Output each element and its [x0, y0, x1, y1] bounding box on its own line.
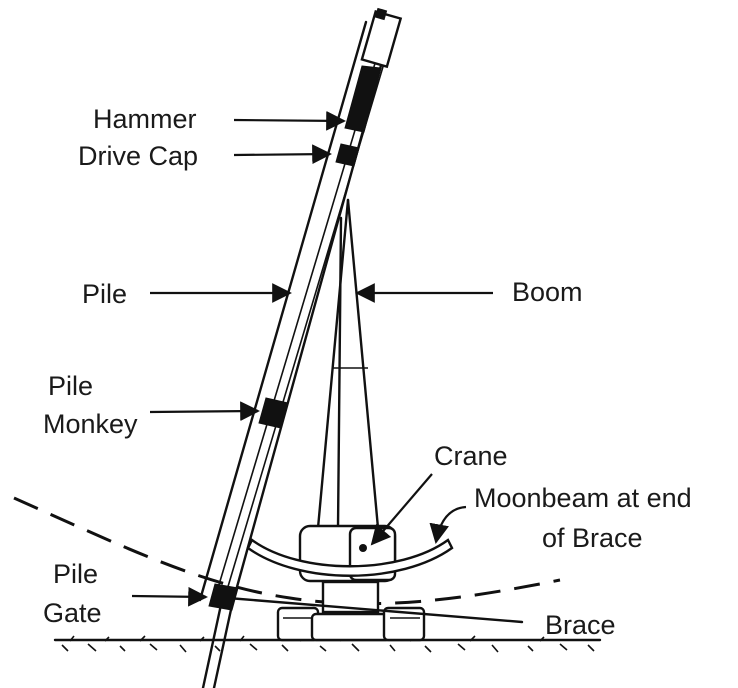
moonbeam [246, 538, 454, 577]
label-brace: Brace [545, 610, 616, 640]
crane-arrow [370, 473, 433, 546]
label-drive-cap: Drive Cap [78, 141, 198, 171]
label-crane: Crane [434, 441, 508, 471]
pile-gate-arrow [131, 586, 208, 607]
brace [226, 596, 524, 624]
swing-arc-dashed [13, 496, 561, 606]
pile-monkey-arrow [149, 401, 260, 422]
label-hammer: Hammer [93, 104, 197, 134]
hammer [344, 7, 403, 133]
label-pile: Pile [82, 279, 127, 309]
hammer-arrow [233, 110, 346, 131]
label-pile-monkey-line1: Pile [48, 371, 93, 401]
drive-cap [335, 143, 360, 167]
moonbeam-arrow [429, 505, 467, 544]
pile-monkey [258, 397, 289, 429]
label-pile-gate-line2: Gate [43, 598, 102, 628]
label-boom: Boom [512, 277, 583, 307]
crane-pivot [359, 544, 367, 552]
label-pile-gate-line1: Pile [53, 559, 98, 589]
label-pile-monkey-line2: Monkey [43, 409, 138, 439]
boom [316, 198, 380, 530]
label-moonbeam-line1: Moonbeam at end [474, 483, 692, 513]
crane [276, 524, 426, 642]
pile-gate [208, 583, 239, 611]
drive-cap-arrow [233, 144, 332, 165]
label-moonbeam-line2: of Brace [542, 523, 643, 553]
